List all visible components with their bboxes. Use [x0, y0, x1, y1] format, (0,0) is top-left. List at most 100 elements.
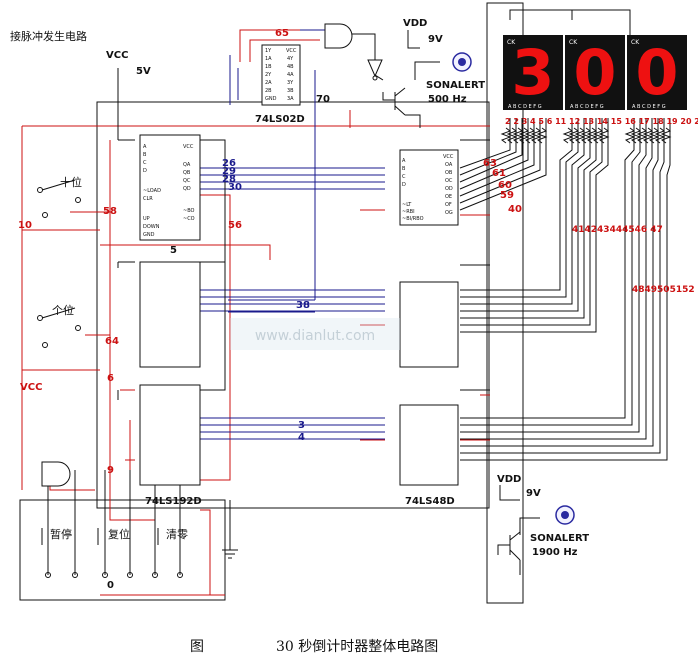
display-digit-0: 3	[511, 36, 554, 109]
svg-text:www.dianlut.com: www.dianlut.com	[255, 328, 375, 344]
svg-text:QB: QB	[183, 170, 191, 176]
svg-text:A: A	[402, 158, 406, 164]
pulse-circuit-label: 接脉冲发生电路	[10, 29, 87, 43]
svg-text:2Y: 2Y	[265, 72, 272, 78]
and-gate-top	[324, 23, 353, 49]
svg-text:2A: 2A	[265, 80, 272, 86]
svg-text:3B: 3B	[287, 88, 294, 94]
pushbutton-reset[interactable]	[97, 528, 133, 578]
nor-gate-chip	[261, 44, 301, 106]
vdd-label-top: VDD	[403, 18, 427, 29]
blue-wires	[200, 29, 385, 440]
net-9: 9	[107, 465, 114, 476]
svg-text:OD: OD	[445, 186, 453, 192]
net-59: 59	[500, 190, 514, 201]
segment-letters-2: A B C D E F G	[570, 104, 604, 110]
v9-label-top: 9V	[428, 34, 443, 45]
v5-label: 5V	[136, 66, 151, 77]
svg-text:4B: 4B	[287, 64, 294, 70]
black-wires	[47, 9, 631, 575]
display-tens: 0	[565, 35, 625, 110]
net-56: 56	[228, 220, 242, 231]
svg-text:1B: 1B	[265, 64, 272, 70]
svg-text:QD: QD	[183, 186, 191, 192]
net-28: 28	[222, 174, 236, 185]
svg-text:OE: OE	[445, 194, 452, 200]
svg-text:C: C	[402, 174, 406, 180]
svg-text:VCC: VCC	[183, 144, 194, 150]
net-3: 3	[298, 420, 305, 431]
svg-text:OF: OF	[445, 202, 452, 208]
net-6: 6	[107, 373, 114, 384]
svg-text:VCC: VCC	[286, 48, 297, 54]
freq-label-top: 500 Hz	[428, 94, 467, 105]
svg-text:1A: 1A	[265, 56, 272, 62]
pushbutton-clear[interactable]	[152, 528, 183, 578]
pin-labels: A B C D ~LOAD CLR UP DOWN GND VCC QA QB …	[143, 48, 454, 238]
net-61: 61	[492, 168, 506, 179]
button-reset-label: 复位	[108, 527, 130, 541]
figure-caption: 30 秒倒计时器整体电路图	[276, 639, 439, 655]
net-26: 26	[222, 158, 236, 169]
display-ck-3: CK	[631, 39, 640, 46]
svg-text:~CO: ~CO	[183, 216, 195, 222]
v9-label-bottom: 9V	[526, 488, 541, 499]
sonalert-label-bottom: SONALERT	[530, 533, 589, 544]
net-64: 64	[105, 336, 119, 347]
net-4: 4	[298, 432, 305, 443]
net-top-row: 2 2 3 4 5 6 11 12 13 14 15 16 17 18 19 2…	[505, 117, 698, 126]
net-40: 40	[508, 204, 522, 215]
net-30: 30	[228, 182, 242, 193]
svg-text:VCC: VCC	[443, 154, 454, 160]
display-units: 0	[627, 35, 687, 110]
svg-text:UP: UP	[143, 216, 150, 222]
net-58: 58	[103, 206, 117, 217]
net-60: 60	[498, 180, 512, 191]
switch-tens[interactable]	[37, 179, 81, 218]
counter-tens	[139, 134, 201, 241]
counter-units	[139, 261, 201, 368]
button-clear-label: 清零	[166, 528, 188, 541]
svg-text:~LOAD: ~LOAD	[143, 188, 161, 194]
svg-text:CLR: CLR	[143, 196, 153, 202]
buzzer-bottom-icon	[555, 505, 575, 525]
vcc-label-left: VCC	[20, 382, 42, 393]
decoder-units	[399, 281, 459, 368]
segment-letters-1: A B C D E F G	[508, 104, 542, 110]
switch-tens-label: 十位	[60, 175, 82, 189]
net-63: 63	[483, 158, 497, 169]
decoder-extra	[399, 404, 459, 486]
svg-text:~BO: ~BO	[183, 208, 195, 214]
red-wires	[21, 29, 490, 596]
svg-text:GND: GND	[143, 232, 155, 238]
svg-text:B: B	[143, 152, 147, 158]
svg-text:D: D	[402, 182, 406, 188]
svg-text:OG: OG	[445, 210, 453, 216]
watermark: www.dianlut.com	[230, 318, 400, 350]
pushbutton-pause[interactable]	[41, 528, 78, 578]
chip-74ls48-label: 74LS48D	[405, 496, 455, 507]
figure-label: 图	[190, 639, 204, 655]
svg-text:B: B	[402, 166, 406, 172]
switch-units-label: 个位	[52, 303, 74, 317]
button-pause-label: 暂停	[50, 527, 72, 541]
switch-units[interactable]	[37, 307, 81, 348]
net-29: 29	[222, 166, 236, 177]
display-hundreds: 3	[503, 35, 563, 110]
svg-text:OA: OA	[445, 162, 453, 168]
counter-extra	[139, 384, 201, 486]
svg-text:4A: 4A	[287, 72, 294, 78]
sonalert-label-top: SONALERT	[426, 80, 485, 91]
net-41-47: 414243444546 47	[572, 225, 663, 235]
svg-text:OB: OB	[445, 170, 453, 176]
display-column-frame	[486, 2, 524, 604]
buffer-gate	[367, 59, 383, 78]
svg-text:QC: QC	[183, 178, 191, 184]
bottom-left-frame	[19, 499, 226, 601]
svg-text:1Y: 1Y	[265, 48, 272, 54]
svg-text:~LT: ~LT	[402, 202, 412, 208]
net-10: 10	[18, 220, 32, 231]
vdd-label-bottom: VDD	[497, 474, 521, 485]
net-0: 0	[107, 580, 114, 591]
